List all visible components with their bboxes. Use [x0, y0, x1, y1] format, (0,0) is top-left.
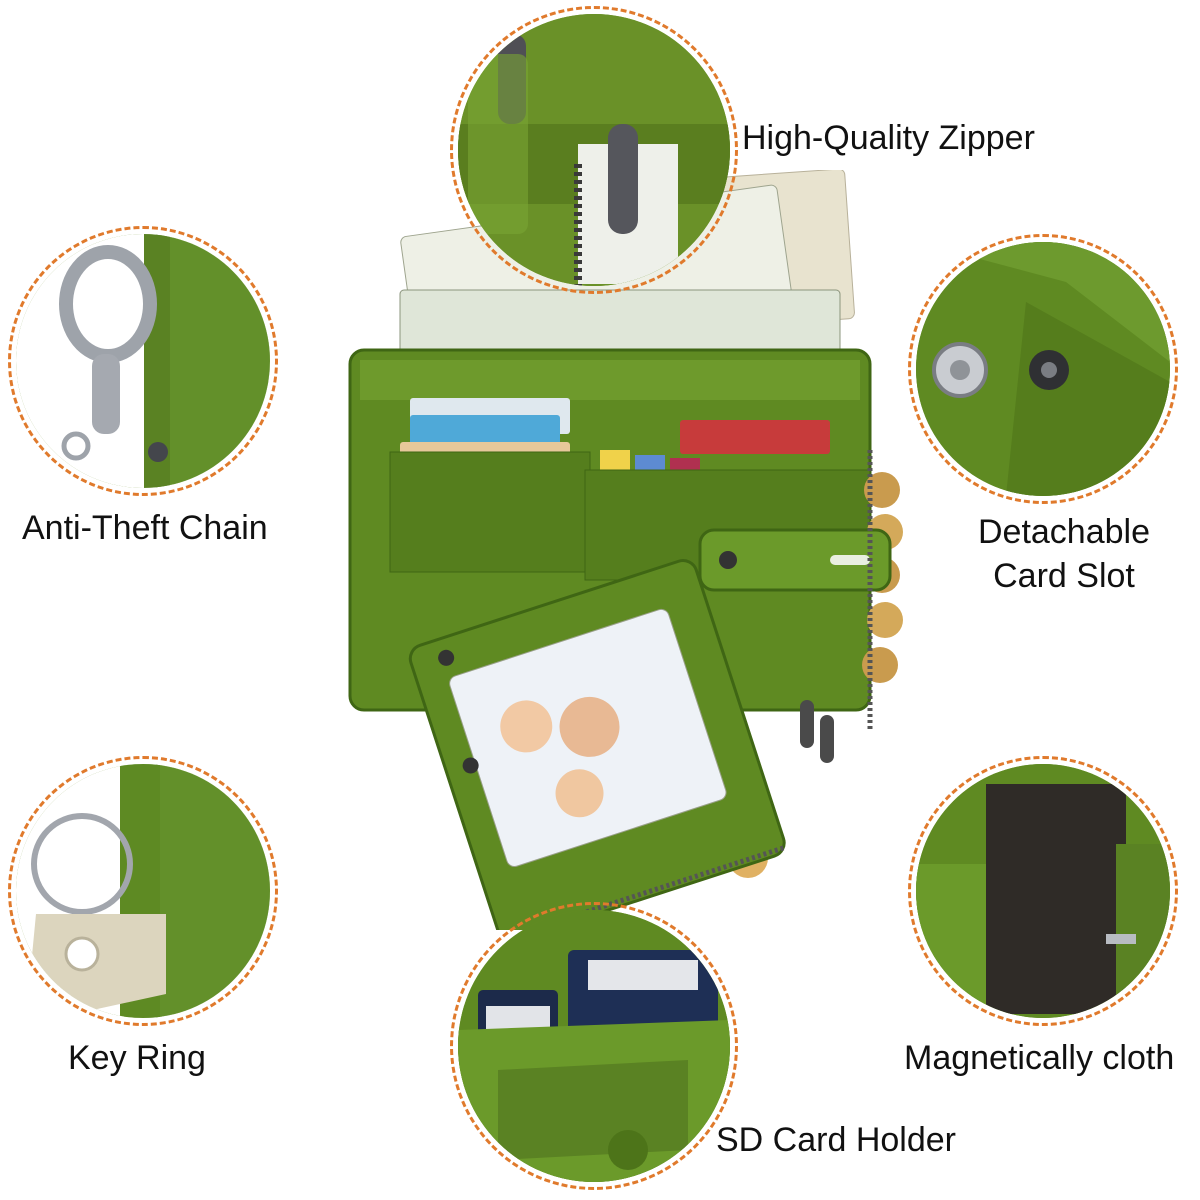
- detachable-card-holder: [408, 559, 788, 930]
- wallet-hero-image: 50 100: [348, 170, 903, 930]
- chain-feature-label: Anti-Theft Chain: [22, 509, 268, 547]
- card-slot-feature-label-line2: Card Slot: [993, 557, 1135, 595]
- zipper-feature-label: High-Quality Zipper: [742, 119, 1035, 157]
- lining-pocket-icon: [916, 764, 1170, 1018]
- key-ring-detail-circle: [16, 764, 270, 1018]
- sd-card-feature-label: SD Card Holder: [716, 1121, 956, 1159]
- cloth-feature-label: Magnetically cloth: [904, 1039, 1175, 1077]
- lobster-clasp-icon: [16, 234, 270, 488]
- card-slot-feature-label-line1: Detachable: [977, 513, 1150, 551]
- key-ring-icon: [16, 764, 270, 1018]
- sd-card-icon: [458, 910, 730, 1182]
- card-slots: [389, 398, 871, 581]
- cloth-detail-circle: [916, 764, 1170, 1018]
- wallet-strap: [698, 528, 892, 592]
- sd-card-detail-circle: [458, 910, 730, 1182]
- zipper-detail-circle: [458, 14, 730, 286]
- zipper-pulls: [800, 700, 834, 763]
- chain-detail-circle: [16, 234, 270, 488]
- key-ring-feature-label: Key Ring: [68, 1039, 206, 1077]
- snap-button-icon: [916, 242, 1170, 496]
- card-slot-detail-circle: [916, 242, 1170, 496]
- zipper-pull-icon: [458, 14, 730, 286]
